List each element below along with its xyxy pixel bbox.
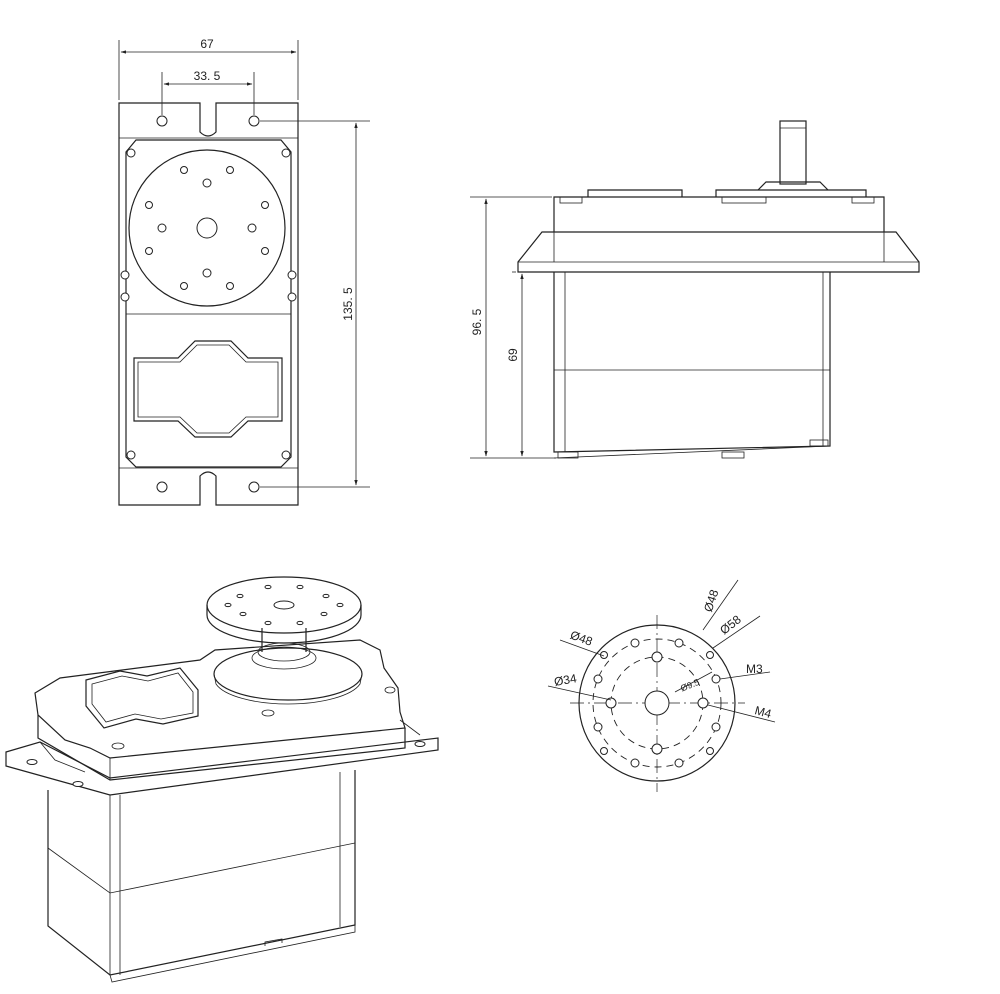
center-hole [644,690,670,716]
dimension-d9-5: Ø9.5 [679,677,701,694]
iso-horn-holes [224,584,344,626]
case-screw-hole [281,450,291,460]
horn-disk [128,149,286,307]
thread-m4-label: M4 [753,703,773,721]
iso-flange [5,737,439,796]
side-flange [517,231,920,273]
top-view: 67 33. 5 135. 5 [118,37,370,506]
case-screw-hole [287,270,297,280]
iso-motor-body [47,770,356,976]
case-screw-hole [281,148,291,158]
width-dimension: 67 [200,37,214,51]
m4-holes [605,651,709,755]
height-dimension: 135. 5 [341,287,355,321]
isometric-view [5,576,439,983]
iso-top-plate [34,639,406,759]
mounting-hole [156,481,168,493]
m3-holes [593,638,721,768]
horn-holes [145,166,269,290]
mounting-hole [248,481,260,493]
mounting-hole [156,115,168,127]
mounting-hole [248,115,260,127]
horn-center-hole [196,217,218,239]
case-screw-hole [120,292,130,302]
horn-detail: Ø48 Ø58 Ø48 Ø34 Ø9.5 M3 M4 [547,579,776,792]
iso-motor-cap [85,667,199,729]
case-screw-hole [126,148,136,158]
side-top-case [553,196,885,232]
body-height-dimension: 69 [506,348,520,362]
case-screw-hole [126,450,136,460]
output-shaft [779,120,807,185]
hole-spacing-dimension: 33. 5 [194,69,221,83]
iso-boss-disk [213,647,363,701]
side-horn-plate [715,189,867,197]
dimension-d48-outer: Ø48 [701,588,721,614]
case-screw-hole [120,270,130,280]
thread-m3-label: M3 [746,662,763,676]
dimension-d58: Ø58 [717,612,744,637]
dimension-d34: Ø34 [553,671,578,689]
side-view: 96. 5 69 [470,120,920,459]
top-view-outline [118,102,299,506]
iso-horn-center-hole [273,600,295,610]
case-screw-hole [287,292,297,302]
dimension-d48: Ø48 [568,628,594,649]
motor-cap [133,340,283,438]
top-view-body [125,139,292,468]
total-height-dimension: 96. 5 [470,308,484,335]
side-motor-body [553,272,831,453]
